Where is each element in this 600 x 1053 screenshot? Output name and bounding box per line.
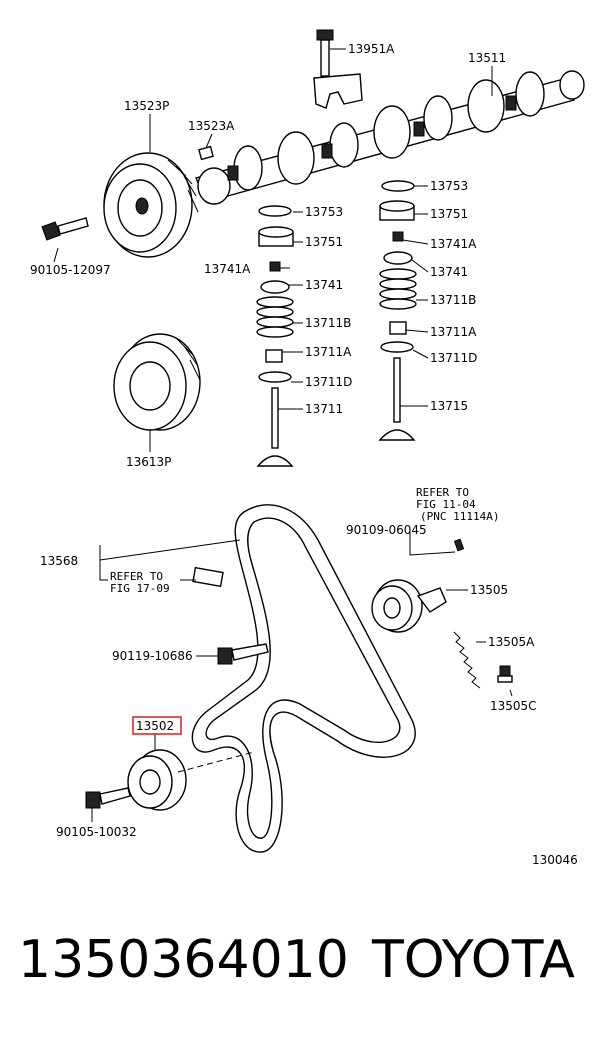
label-90119-10686: 90119-10686 xyxy=(112,649,193,663)
refer-1104-line1: REFER TO xyxy=(416,486,469,499)
label-13511: 13511 xyxy=(468,51,506,65)
left-valve-stack-drawing xyxy=(256,205,294,467)
cam-pulley-drawing xyxy=(103,152,199,258)
label-13711D-left: 13711D xyxy=(305,375,352,389)
spring-13505A-drawing xyxy=(453,631,481,689)
brand-text: TOYOTA xyxy=(372,930,575,990)
label-13568: 13568 xyxy=(40,554,78,568)
label-13951A: 13951A xyxy=(348,42,395,56)
label-13741A-left: 13741A xyxy=(204,262,251,276)
leader-lines xyxy=(53,48,513,822)
right-valve-stack-drawing xyxy=(378,180,417,441)
bolt-90119-10686-drawing xyxy=(217,643,269,665)
label-90105-12097: 90105-12097 xyxy=(30,263,111,277)
label-13751-right: 13751 xyxy=(430,207,468,221)
key-13523A-drawing xyxy=(198,145,214,161)
highlight-box-13502 xyxy=(132,716,182,735)
label-13711D-right: 13711D xyxy=(430,351,477,365)
label-13741-left: 13741 xyxy=(305,278,343,292)
label-13753-left: 13753 xyxy=(305,205,343,219)
camshaft-drawing xyxy=(195,70,585,205)
timing-belt-drawing xyxy=(191,504,416,853)
crank-pulley-drawing xyxy=(113,333,201,431)
label-13711B-right: 13711B xyxy=(430,293,476,307)
label-13505: 13505 xyxy=(470,583,508,597)
refer-1104-line2: FIG 11-04 xyxy=(416,498,476,511)
idler-pulley-drawing xyxy=(127,749,255,811)
label-90105-10032: 90105-10032 xyxy=(56,825,137,839)
label-13741-right: 13741 xyxy=(430,265,468,279)
label-13711A-right: 13711A xyxy=(430,325,477,339)
label-13613P: 13613P xyxy=(126,455,171,469)
label-90109-06045: 90109-06045 xyxy=(346,523,427,537)
label-13753-right: 13753 xyxy=(430,179,468,193)
refer-1709-line2: FIG 17-09 xyxy=(110,582,170,595)
refer-1104-line3: (PNC 11114A) xyxy=(420,510,499,523)
label-13505A: 13505A xyxy=(488,635,535,649)
label-13505C: 13505C xyxy=(490,699,537,713)
part-labels: 13951A 13511 13523P 13523A 90105-12097 1… xyxy=(30,42,578,867)
bolt-90105-12097-drawing xyxy=(41,217,89,241)
product-footer: 1350364010 TOYOTA xyxy=(0,930,600,1020)
label-13715: 13715 xyxy=(430,399,468,413)
stud-13505C-drawing xyxy=(497,665,513,683)
label-13711A-left: 13711A xyxy=(305,345,352,359)
label-13523P: 13523P xyxy=(124,99,169,113)
label-13711B-left: 13711B xyxy=(305,316,351,330)
tensioner-drawing xyxy=(371,538,465,633)
label-13523A: 13523A xyxy=(188,119,235,133)
refer-1709-line1: REFER TO xyxy=(110,570,163,583)
label-13741A-right: 13741A xyxy=(430,237,477,251)
diagram-id: 130046 xyxy=(532,853,578,867)
part-number-text: 1350364010 xyxy=(18,930,349,990)
label-13751-left: 13751 xyxy=(305,235,343,249)
parts-diagram: 13951A 13511 13523P 13523A 90105-12097 1… xyxy=(30,29,585,867)
bearing-cap-drawing xyxy=(313,29,363,109)
bolt-90105-10032-drawing xyxy=(85,787,131,809)
label-13711: 13711 xyxy=(305,402,343,416)
label-13502: 13502 xyxy=(136,719,174,733)
belt-label-tag-drawing xyxy=(192,566,224,588)
